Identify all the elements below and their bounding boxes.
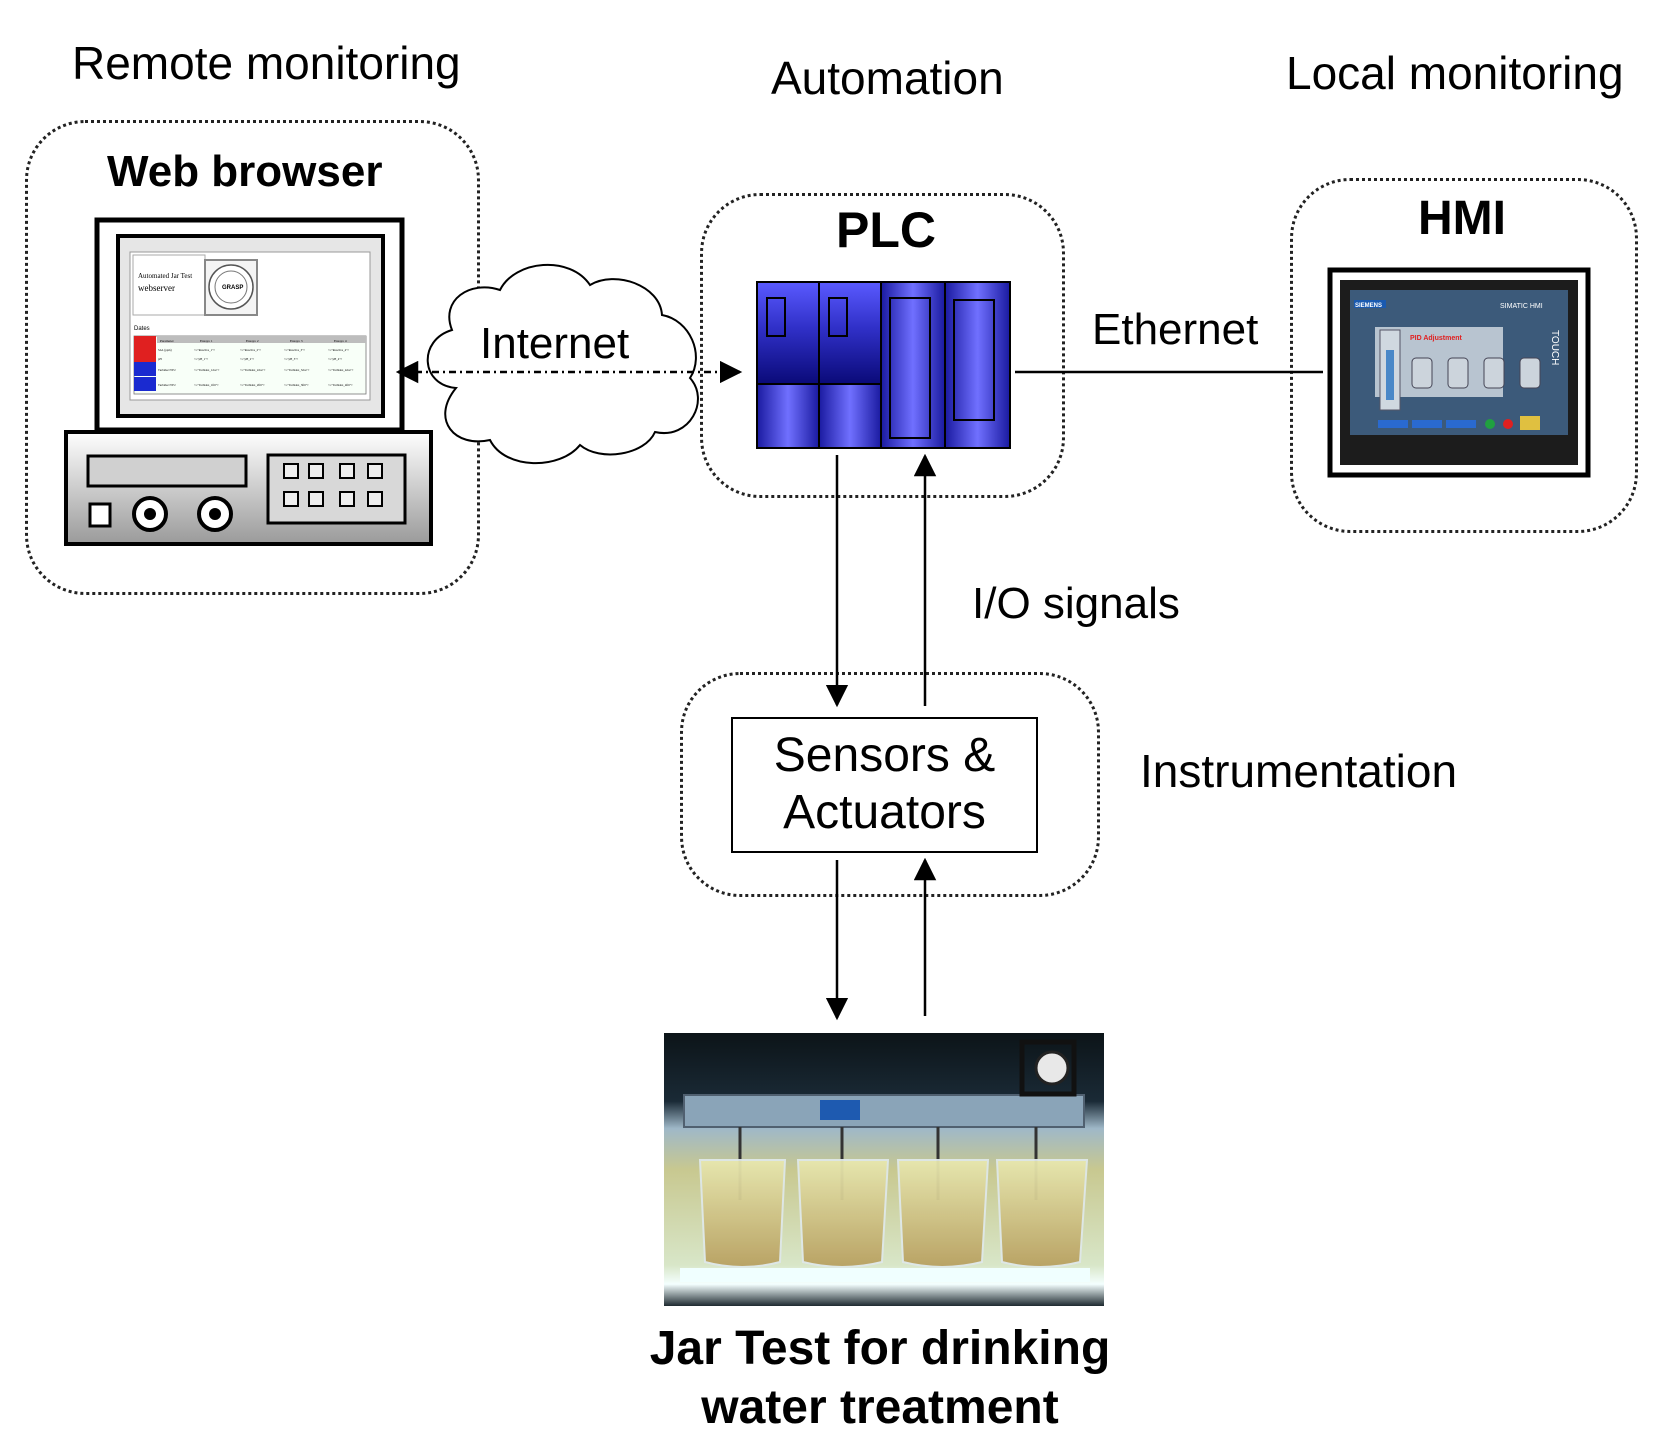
thumb-table-cell: <="Reactive_2">	[240, 348, 261, 352]
actuators-label: Actuators	[783, 786, 986, 839]
computer-icon: Automated Jar Test webserver GRASP Dates…	[64, 217, 433, 546]
thumb-table-cell: Turbidez NTU	[158, 368, 176, 372]
remote-monitoring-label: Remote monitoring	[72, 37, 461, 89]
thumb-table-cell: <="Turbidez_3dos">	[284, 368, 310, 372]
thumb-data-label: Dates	[134, 326, 150, 332]
thumb-header-cell: Ensayo 4	[334, 339, 347, 343]
sensors-actuators-box: Sensors & Actuators	[731, 717, 1038, 853]
thumb-table-cell: <="pH_4">	[328, 357, 342, 361]
plc-title: PLC	[836, 202, 936, 258]
hmi-brand: SIEMENS	[1355, 303, 1382, 309]
thumb-table-cell: Turbidez NTU	[158, 383, 176, 387]
thumb-logo-text: GRASP	[222, 285, 243, 291]
thumb-table-cell: <="Reactive_3">	[284, 348, 305, 352]
webpage-thumbnail: Automated Jar Test webserver GRASP Dates…	[129, 251, 371, 401]
plc-icon	[756, 281, 1011, 449]
instrumentation-label: Instrumentation	[1140, 745, 1458, 797]
local-monitoring-label: Local monitoring	[1286, 47, 1624, 99]
hmi-title: HMI	[1418, 192, 1506, 245]
jar-test-photo	[664, 1033, 1104, 1306]
jar-test-caption: Jar Test for drinking water treatment	[560, 1320, 1200, 1437]
thumb-table-cell: <="Turbidez_4dos">	[328, 368, 354, 372]
thumb-table-cell: pH	[158, 357, 163, 361]
thumb-table-cell: <="Turbidez_1fill">	[194, 383, 219, 387]
sensors-label: Sensors &	[773, 729, 996, 783]
hmi-panel-icon: SIEMENS SIMATIC HMI TOUCH PID Adjustment	[1327, 267, 1591, 478]
io-signals-label: I/O signals	[972, 579, 1180, 628]
thumb-table-cell: SAL (ppm)	[158, 348, 172, 352]
internet-label: Internet	[480, 319, 630, 368]
thumb-table-cell: <="Turbidez_4fill">	[328, 383, 353, 387]
thumb-title-2: webserver	[138, 283, 175, 293]
thumb-table-cell: <="Turbidez_1dos">	[194, 368, 220, 372]
hmi-touch: TOUCH	[1549, 330, 1560, 365]
automation-group	[700, 193, 1065, 498]
ethernet-label: Ethernet	[1092, 305, 1259, 354]
jar-test-line2: water treatment	[701, 1380, 1059, 1434]
thumb-header-cell: Parameter	[160, 339, 175, 343]
thumb-header-cell: Ensayo 1	[200, 339, 213, 343]
thumb-table-cell: <="Reactive_1">	[194, 348, 215, 352]
thumb-table-cell: <="Turbidez_2dos">	[240, 368, 266, 372]
hmi-model: SIMATIC HMI	[1500, 303, 1543, 310]
local-monitoring-group	[1290, 178, 1638, 533]
thumb-table-cell: <="Reactive_4">	[328, 348, 349, 352]
thumb-header-cell: Ensayo 3	[290, 339, 303, 343]
thumb-table-cell: <="pH_3">	[284, 357, 298, 361]
automation-label: Automation	[771, 52, 1004, 104]
jar-test-line1: Jar Test for drinking	[649, 1322, 1111, 1375]
web-browser-title: Web browser	[107, 147, 383, 196]
instrumentation-group	[680, 672, 1100, 897]
thumb-header-cell: Ensayo 2	[246, 339, 259, 343]
thumb-table-cell: <="pH_2">	[240, 357, 254, 361]
thumb-title-1: Automated Jar Test	[138, 272, 192, 280]
hmi-panel-title: PID Adjustment	[1410, 335, 1463, 342]
thumb-table-cell: <="Turbidez_2fill">	[240, 383, 265, 387]
thumb-table-cell: <="Turbidez_3fill">	[284, 383, 309, 387]
thumb-table-cell: <="pH_1">	[194, 357, 208, 361]
